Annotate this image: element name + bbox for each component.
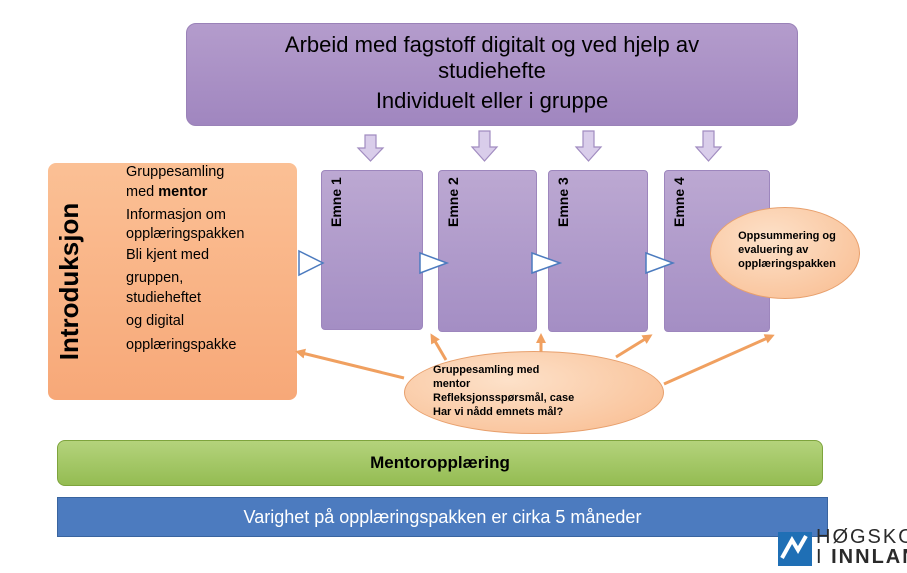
logo-line-2: I INNLAN: [816, 547, 907, 567]
summary-line-1: Oppsummering og: [738, 230, 836, 242]
down-arrow-4: [694, 130, 723, 162]
summary-line-2: evaluering av: [738, 244, 809, 256]
top-box-line2: studiehefte: [438, 58, 546, 83]
logo-line-1: HØGSKO: [816, 526, 907, 548]
top-activity-box: Arbeid med fagstoff digitalt og ved hjel…: [186, 23, 798, 126]
top-box-line3: Individuelt eller i gruppe: [375, 88, 609, 113]
mentor-training-bar: Mentoropplæring: [57, 440, 823, 486]
group-session-oval: Gruppesamling med mentor Refleksjonsspør…: [404, 351, 664, 434]
intro-line-5: gruppen,: [126, 270, 184, 286]
logo-text: HØGSKO I INNLAN: [816, 527, 907, 567]
duration-bar: Varighet på opplæringspakken er cirka 5 …: [57, 497, 828, 537]
logo-mark-icon: [778, 532, 812, 566]
right-arrow-emne1: [419, 251, 450, 275]
down-arrow-2: [470, 130, 499, 162]
logo-line-2-bold: INNLAN: [831, 546, 907, 568]
orange-arrow-to-intro: [295, 348, 405, 380]
intro-mentor-bold: mentor: [158, 183, 208, 200]
intro-line-2: Informasjon om: [126, 207, 226, 223]
intro-line-3: opplæringspakken: [126, 225, 245, 242]
intro-line-0: Gruppesamling: [126, 164, 225, 180]
orange-arrow-to-emne3: [615, 334, 653, 359]
orange-arrow-to-emne4: [663, 334, 775, 386]
summary-line-3: opplæringspakken: [738, 258, 836, 270]
duration-label: Varighet på opplæringspakken er cirka 5 …: [243, 506, 642, 527]
group-line-2: mentor: [433, 378, 471, 390]
intro-line-8: opplæringspakke: [126, 336, 237, 353]
down-arrow-3: [574, 130, 603, 162]
down-arrow-1: [356, 134, 385, 162]
intro-line-4: Bli kjent med: [126, 246, 210, 263]
right-arrow-emne2: [531, 251, 563, 275]
top-box-line1: Arbeid med fagstoff digitalt og ved hjel…: [284, 32, 700, 57]
intro-line-1: med mentor: [126, 183, 208, 200]
right-arrow-intro: [298, 249, 325, 277]
emne-box-2: Emne 2: [438, 170, 537, 332]
emne-box-1: Emne 1: [321, 170, 423, 330]
right-arrow-emne3: [645, 251, 676, 275]
summary-oval: Oppsummering og evaluering av opplærings…: [710, 207, 860, 299]
intro-line-6: studieheftet: [126, 289, 201, 306]
group-line-4: Har vi nådd emnets mål?: [433, 406, 564, 418]
intro-box: [48, 163, 297, 400]
intro-line-7: og digital: [126, 313, 185, 329]
group-line-1: Gruppesamling med: [433, 364, 540, 376]
group-line-3: Refleksjonsspørsmål, case: [433, 392, 575, 404]
emne-box-3: Emne 3: [548, 170, 648, 332]
mentor-training-label: Mentoropplæring: [370, 453, 510, 472]
orange-arrow-to-emne1: [430, 333, 448, 361]
intro-text: Gruppesamling med mentor Informasjon om …: [126, 163, 296, 355]
